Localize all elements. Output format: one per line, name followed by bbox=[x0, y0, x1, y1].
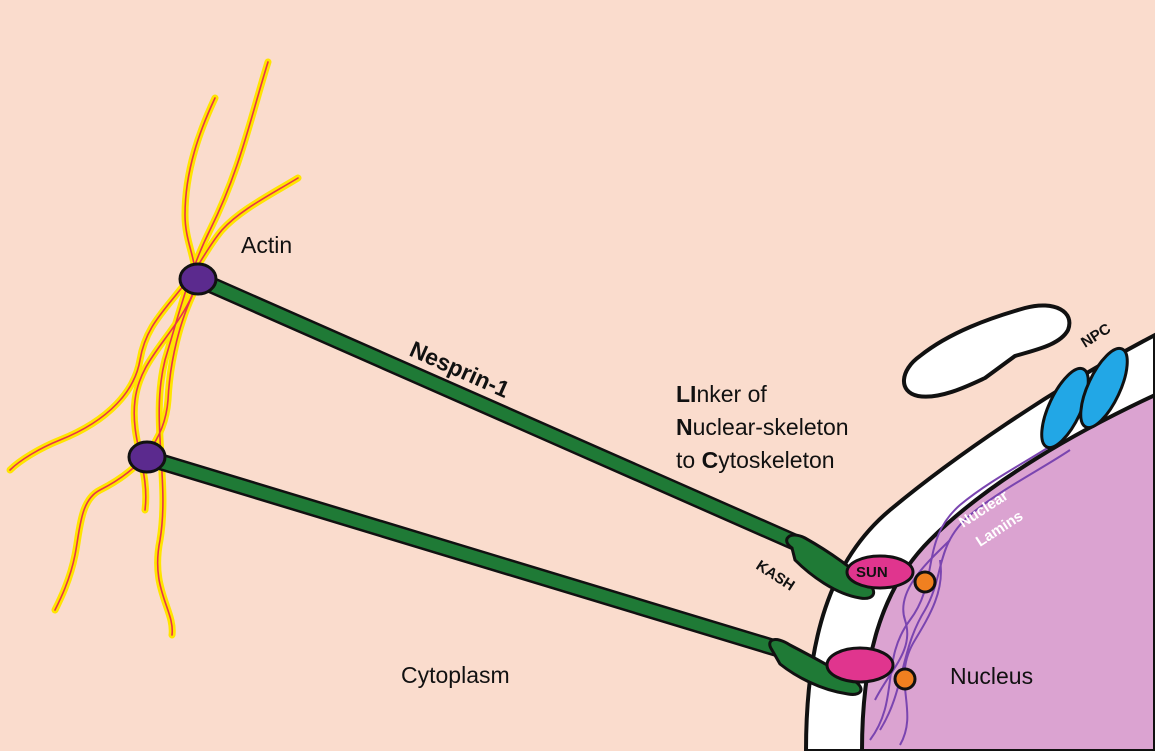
label-cytoplasm: Cytoplasm bbox=[401, 662, 510, 688]
actin-binding-anchor-lower bbox=[129, 442, 165, 472]
actin-binding-anchor-upper bbox=[180, 264, 216, 294]
label-nucleus: Nucleus bbox=[950, 663, 1033, 689]
sun-knob-upper bbox=[915, 572, 935, 592]
sun-protein-lower bbox=[827, 648, 893, 682]
label-linc-line1: LInker of bbox=[676, 381, 767, 407]
label-sun: SUN bbox=[856, 564, 888, 581]
label-linc-line2: Nuclear-skeleton bbox=[676, 414, 849, 440]
sun-knob-lower bbox=[895, 669, 915, 689]
label-actin: Actin bbox=[241, 232, 292, 258]
label-linc-line3: to Cytoskeleton bbox=[676, 447, 835, 473]
